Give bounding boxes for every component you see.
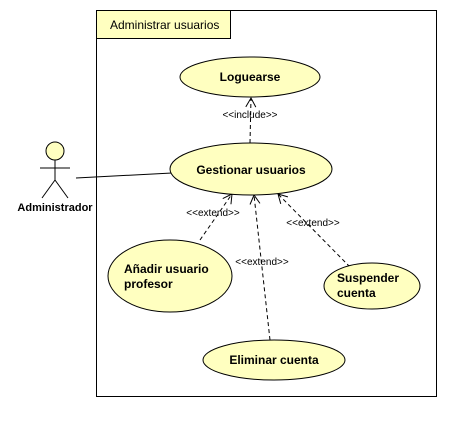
usecase-loguearse-shape	[179, 56, 321, 98]
association-line	[75, 172, 173, 179]
extend-label-anadir: <<extend>>	[186, 208, 240, 219]
usecase-suspender-label-2: cuenta	[337, 286, 376, 300]
usecase-suspender-label-1: Suspender	[337, 271, 399, 285]
usecase-loguearse[interactable]: Loguearse	[179, 56, 321, 98]
usecase-suspender-shape	[323, 262, 421, 310]
usecase-gestionar-label: Gestionar usuarios	[196, 163, 306, 177]
extend-line-anadir	[199, 193, 233, 241]
extend-label-suspender: <<extend>>	[286, 218, 340, 229]
usecase-loguearse-label: Loguearse	[220, 70, 281, 84]
usecase-gestionar-usuarios[interactable]: Gestionar usuarios	[169, 142, 333, 196]
usecase-anadir-label-2: profesor	[124, 277, 173, 291]
actor-name: Administrador	[17, 202, 93, 214]
usecase-eliminar-shape	[202, 339, 346, 381]
extend-line-suspender	[277, 193, 351, 268]
actor-leg-right	[54, 179, 69, 199]
usecase-anadir-usuario-profesor[interactable]: Añadir usuario profesor	[107, 239, 233, 313]
include-line	[245, 96, 257, 144]
usecase-anadir-shape	[107, 239, 233, 313]
actor-head	[45, 141, 65, 161]
extend-line-eliminar	[249, 193, 271, 341]
actor-administrador[interactable]: Administrador	[17, 141, 93, 214]
usecase-eliminar-label: Eliminar cuenta	[229, 353, 319, 367]
include-label: <<include>>	[222, 110, 277, 121]
actor-leg-left	[41, 179, 56, 199]
usecase-suspender-cuenta[interactable]: Suspender cuenta	[323, 262, 421, 310]
system-title-box	[96, 10, 231, 39]
usecase-eliminar-cuenta[interactable]: Eliminar cuenta	[202, 339, 346, 381]
system-title: Administrar usuarios	[110, 18, 219, 32]
usecase-gestionar-shape	[169, 142, 333, 196]
usecase-anadir-label-1: Añadir usuario	[124, 262, 209, 276]
extend-label-eliminar: <<extend>>	[235, 257, 289, 268]
